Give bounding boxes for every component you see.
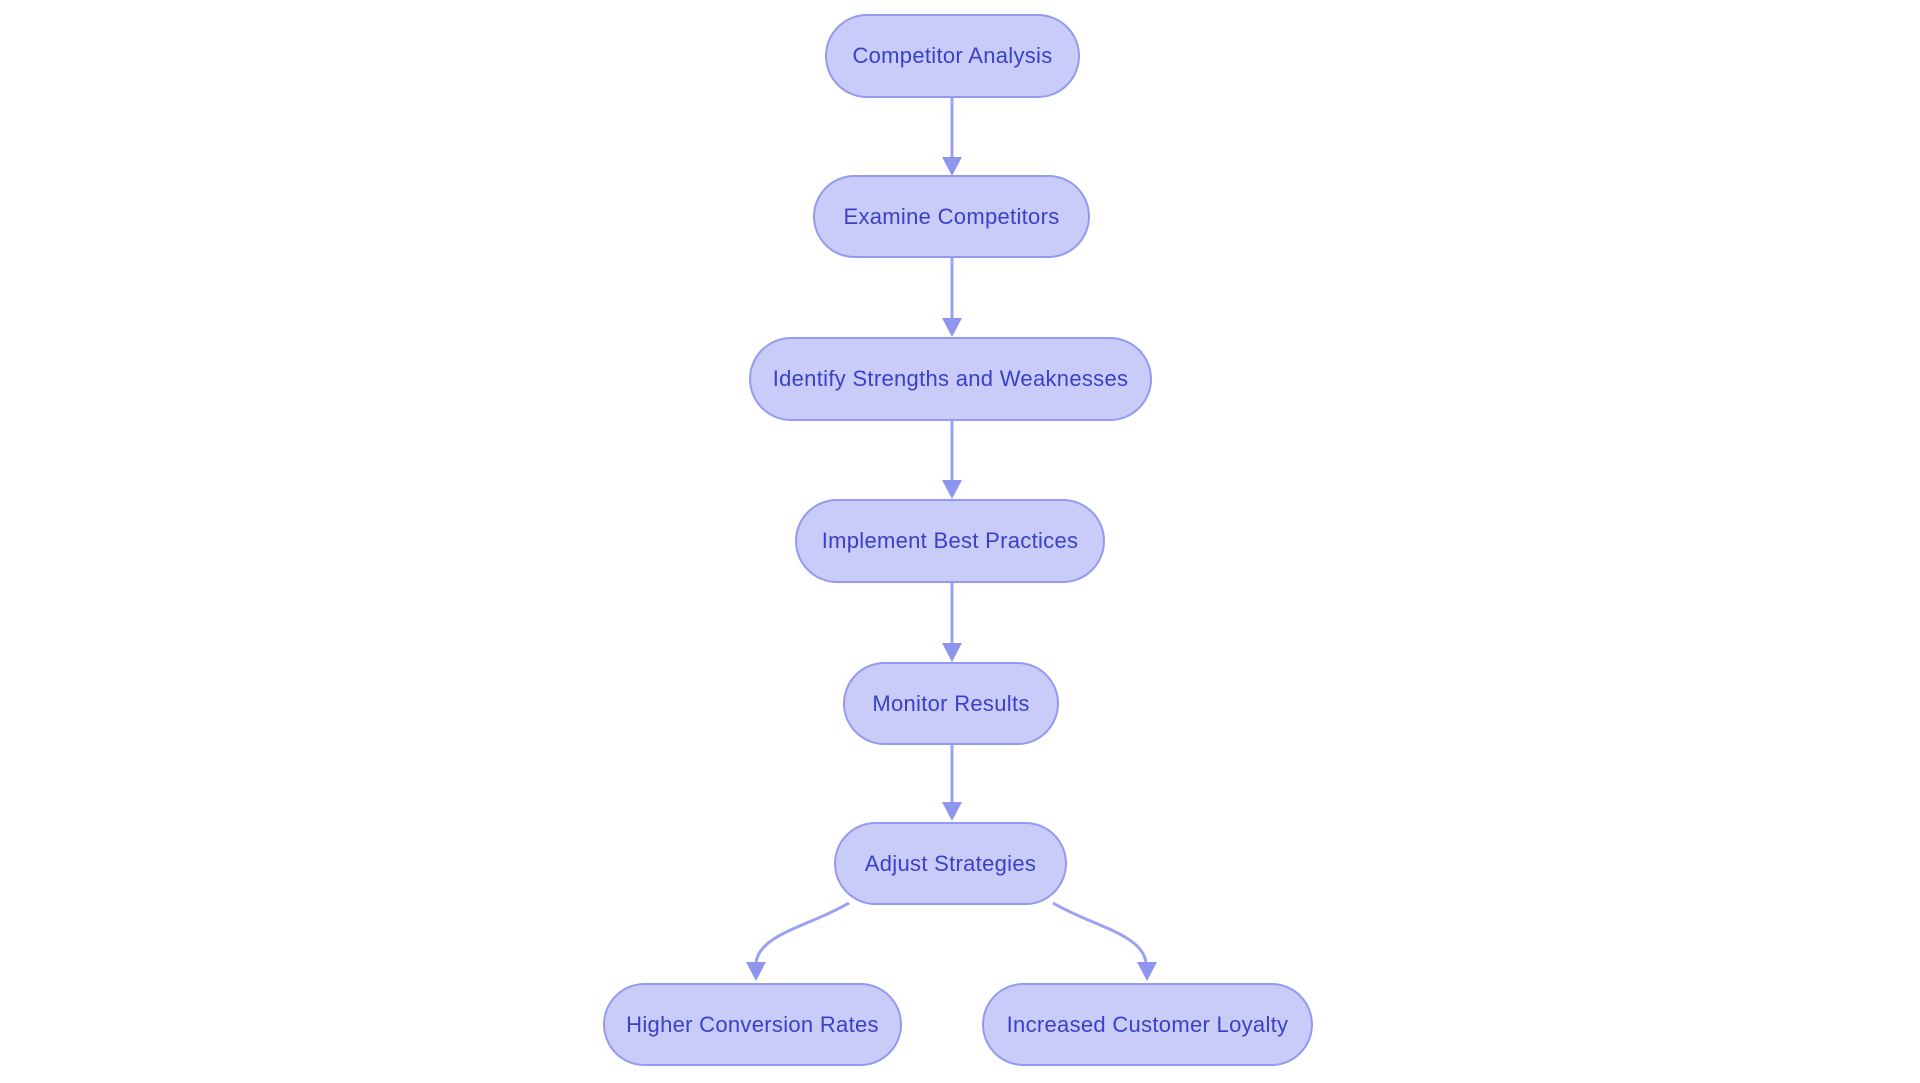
flow-node-label: Competitor Analysis xyxy=(852,43,1053,68)
arrow-monitor-results-to-adjust-strategies xyxy=(942,744,962,821)
flow-node-label: Increased Customer Loyalty xyxy=(1006,1011,1289,1037)
flow-node-label: Implement Best Practices xyxy=(821,528,1079,553)
flow-node-label: Monitor Results xyxy=(872,690,1030,716)
flow-node-higher-conversion-rates: Higher Conversion Rates xyxy=(603,983,902,1066)
arrow-adjust-strategies-to-increased-customer-loyalty xyxy=(1052,901,1157,981)
flow-node-increased-customer-loyalty: Increased Customer Loyalty xyxy=(982,983,1313,1066)
arrow-identify-strengths-to-implement-best-practices xyxy=(942,420,962,499)
flow-node-identify-strengths-weaknesses: Identify Strengths and Weaknesses xyxy=(749,337,1152,421)
flow-node-adjust-strategies: Adjust Strategies xyxy=(834,822,1067,905)
flow-node-competitor-analysis: Competitor Analysis xyxy=(825,14,1080,98)
flow-node-implement-best-practices: Implement Best Practices xyxy=(795,499,1105,583)
flow-node-monitor-results: Monitor Results xyxy=(843,662,1059,745)
arrow-examine-competitors-to-identify-strengths xyxy=(942,257,962,337)
flow-node-examine-competitors: Examine Competitors xyxy=(813,175,1090,258)
arrow-adjust-strategies-to-higher-conversion-rates xyxy=(746,901,850,981)
arrow-implement-best-practices-to-monitor-results xyxy=(942,582,962,662)
flow-node-label: Examine Competitors xyxy=(843,203,1060,229)
flow-node-label: Identify Strengths and Weaknesses xyxy=(772,366,1129,391)
arrow-competitor-analysis-to-examine-competitors xyxy=(942,97,962,176)
flow-node-label: Adjust Strategies xyxy=(864,850,1037,876)
flow-node-label: Higher Conversion Rates xyxy=(626,1011,879,1037)
